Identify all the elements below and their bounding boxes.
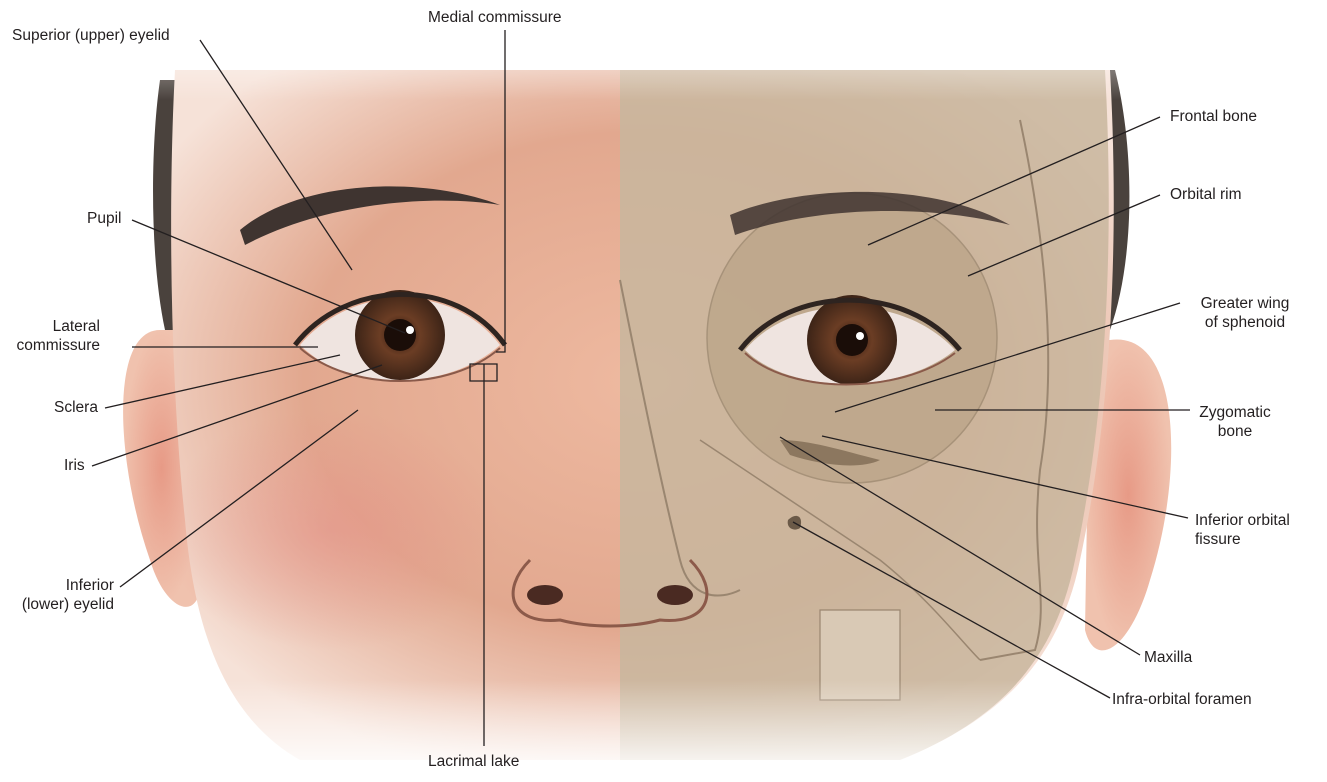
label-inferior-eyelid-line1: Inferior	[0, 576, 114, 595]
label-maxilla: Maxilla	[1144, 648, 1192, 667]
label-pupil: Pupil	[87, 209, 121, 228]
label-superior-eyelid: Superior (upper) eyelid	[12, 26, 170, 45]
eye-right-pupil	[836, 324, 868, 356]
label-orbital-rim: Orbital rim	[1170, 185, 1241, 204]
label-iris: Iris	[64, 456, 85, 475]
label-lateral-commissure: Lateral commissure	[4, 317, 100, 355]
label-zygomatic-line1: Zygomatic	[1190, 403, 1280, 422]
label-frontal-bone: Frontal bone	[1170, 107, 1257, 126]
label-infraorbital-foramen: Infra-orbital foramen	[1112, 690, 1252, 709]
eye-left-pupil	[384, 319, 416, 351]
label-inferior-fissure-line2: fissure	[1195, 530, 1290, 549]
label-zygomatic: Zygomatic bone	[1190, 403, 1280, 441]
cheek-blush	[160, 410, 500, 650]
label-lateral-commissure-line1: Lateral	[4, 317, 100, 336]
label-greater-wing-line2: of sphenoid	[1180, 313, 1310, 332]
label-zygomatic-line2: bone	[1190, 422, 1280, 441]
label-lacrimal-lake: Lacrimal lake	[428, 752, 519, 771]
label-medial-commissure: Medial commissure	[428, 8, 562, 27]
label-lateral-commissure-line2: commissure	[4, 336, 100, 355]
label-greater-wing: Greater wing of sphenoid	[1180, 294, 1310, 332]
label-inferior-eyelid-line2: (lower) eyelid	[0, 595, 114, 614]
label-inferior-fissure-line1: Inferior orbital	[1195, 511, 1290, 530]
label-sclera: Sclera	[54, 398, 98, 417]
label-inferior-eyelid: Inferior (lower) eyelid	[0, 576, 114, 614]
label-inferior-fissure: Inferior orbital fissure	[1195, 511, 1290, 549]
label-greater-wing-line1: Greater wing	[1180, 294, 1310, 313]
